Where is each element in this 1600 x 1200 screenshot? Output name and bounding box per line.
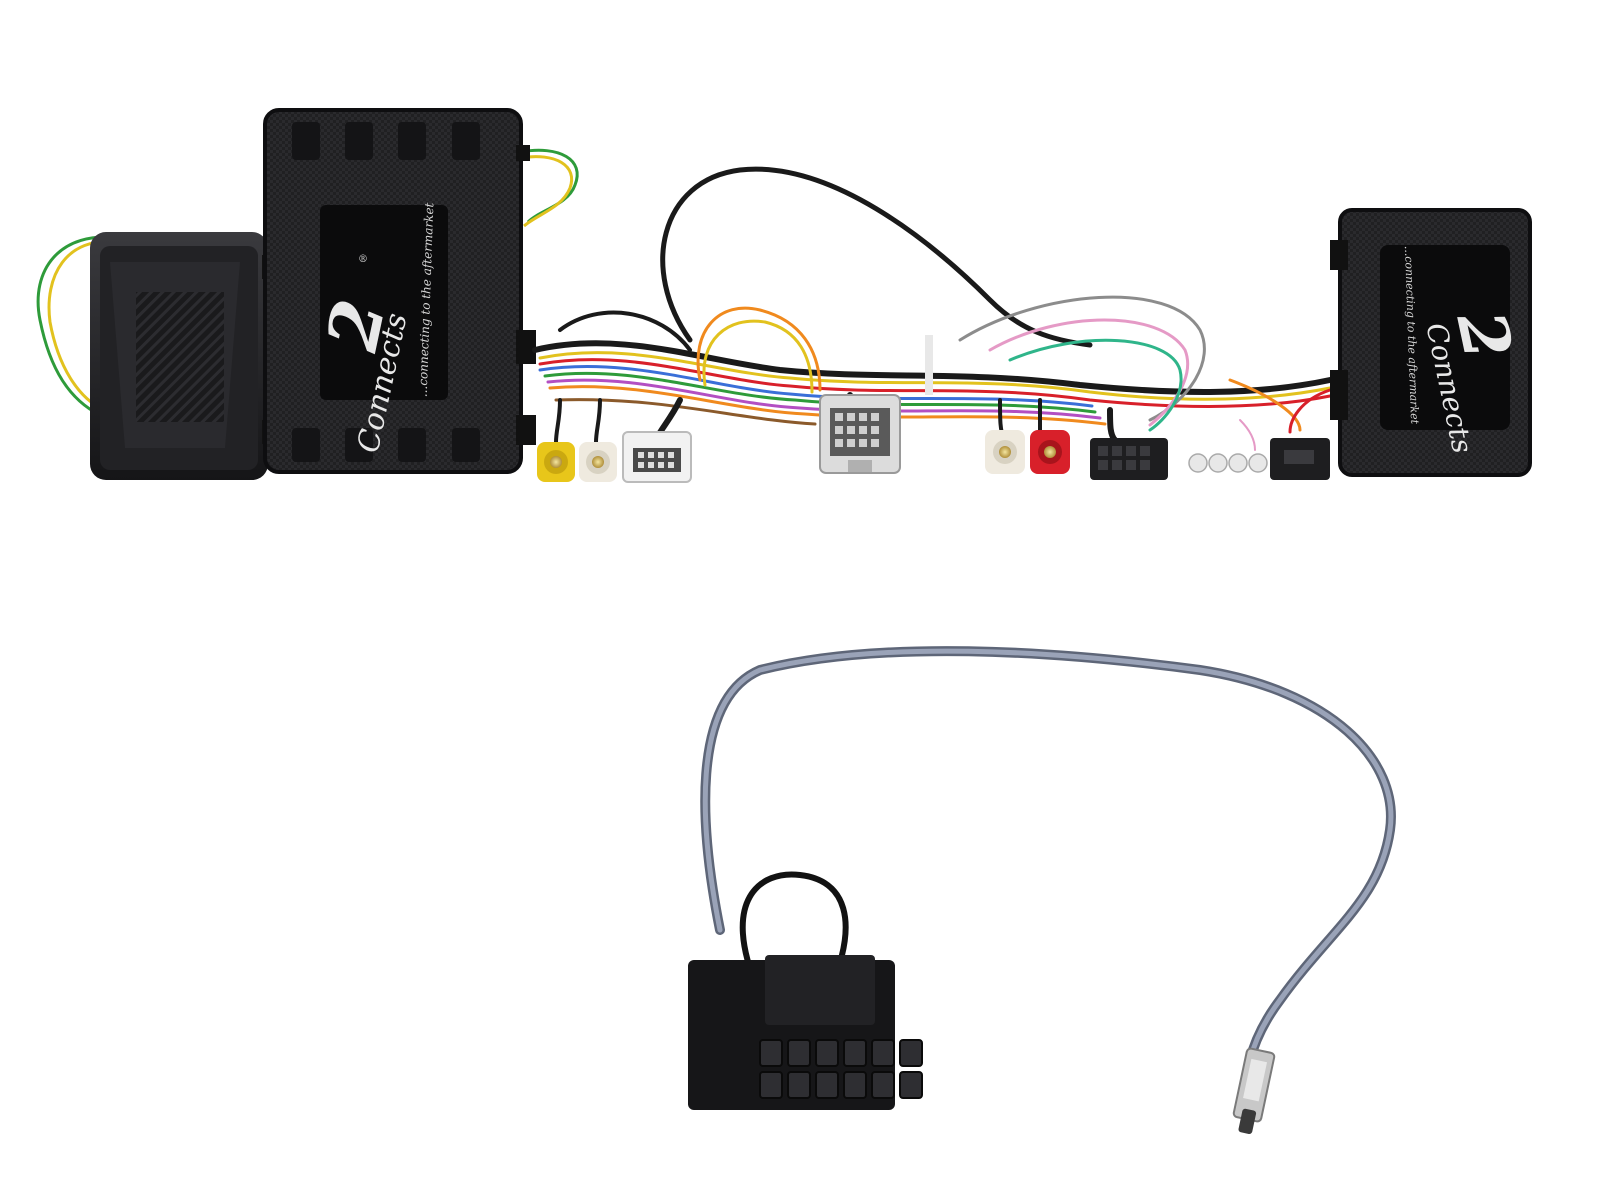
rca-plug-white-right <box>985 430 1025 474</box>
camera-connector <box>622 431 692 483</box>
svg-text:®: ® <box>358 254 368 265</box>
can-bus-module <box>36 232 274 480</box>
antenna-adaptor <box>688 646 1396 1135</box>
iso-connector <box>1090 438 1168 480</box>
tagline-label: ...connecting to the aftermarket <box>416 202 437 397</box>
rca-plug-yellow <box>537 442 575 482</box>
power-connector <box>1270 438 1330 480</box>
rca-plug-white <box>579 442 617 482</box>
svg-text:...connecting to the aftermark: ...connecting to the aftermarket <box>1402 246 1421 425</box>
wiring-harness <box>532 166 1333 451</box>
rca-plug-red <box>1030 430 1070 474</box>
steering-control-box: Connects 2 ...connecting to the aftermar… <box>1330 208 1532 477</box>
spade-terminals <box>1188 453 1268 473</box>
interface-module: Connects 2 ...connecting to the aftermar… <box>263 108 579 474</box>
vehicle-connector <box>819 394 901 474</box>
